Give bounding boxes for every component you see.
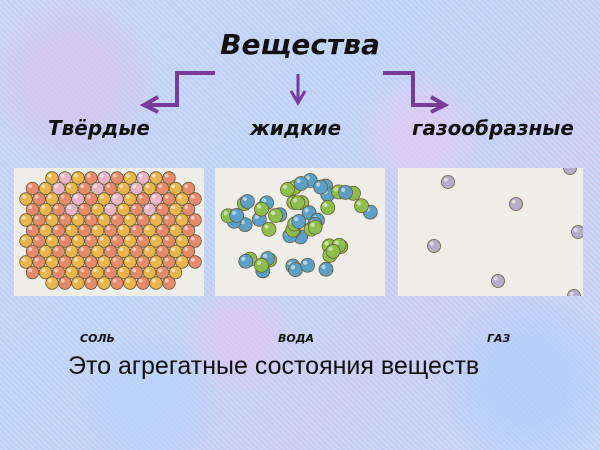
left-arrow-icon [139,71,215,114]
label-gas: ГАЗ [487,332,511,345]
label-salt: СОЛЬ [80,332,115,345]
category-gas: газообразные [412,116,574,140]
down-arrow-icon [289,74,307,106]
solid-particles-image [14,168,204,296]
branch-arrows [139,71,450,114]
label-water: ВОДА [278,332,315,345]
liquid-particles-image [215,168,385,296]
category-liquid: жидкие [250,116,342,140]
category-solid: Твёрдые [48,116,150,140]
slide-caption: Это агрегатные состояния веществ [68,352,480,380]
slide-title: Вещества [220,28,380,61]
right-arrow-icon [383,71,450,114]
gas-particles-image [398,168,583,296]
